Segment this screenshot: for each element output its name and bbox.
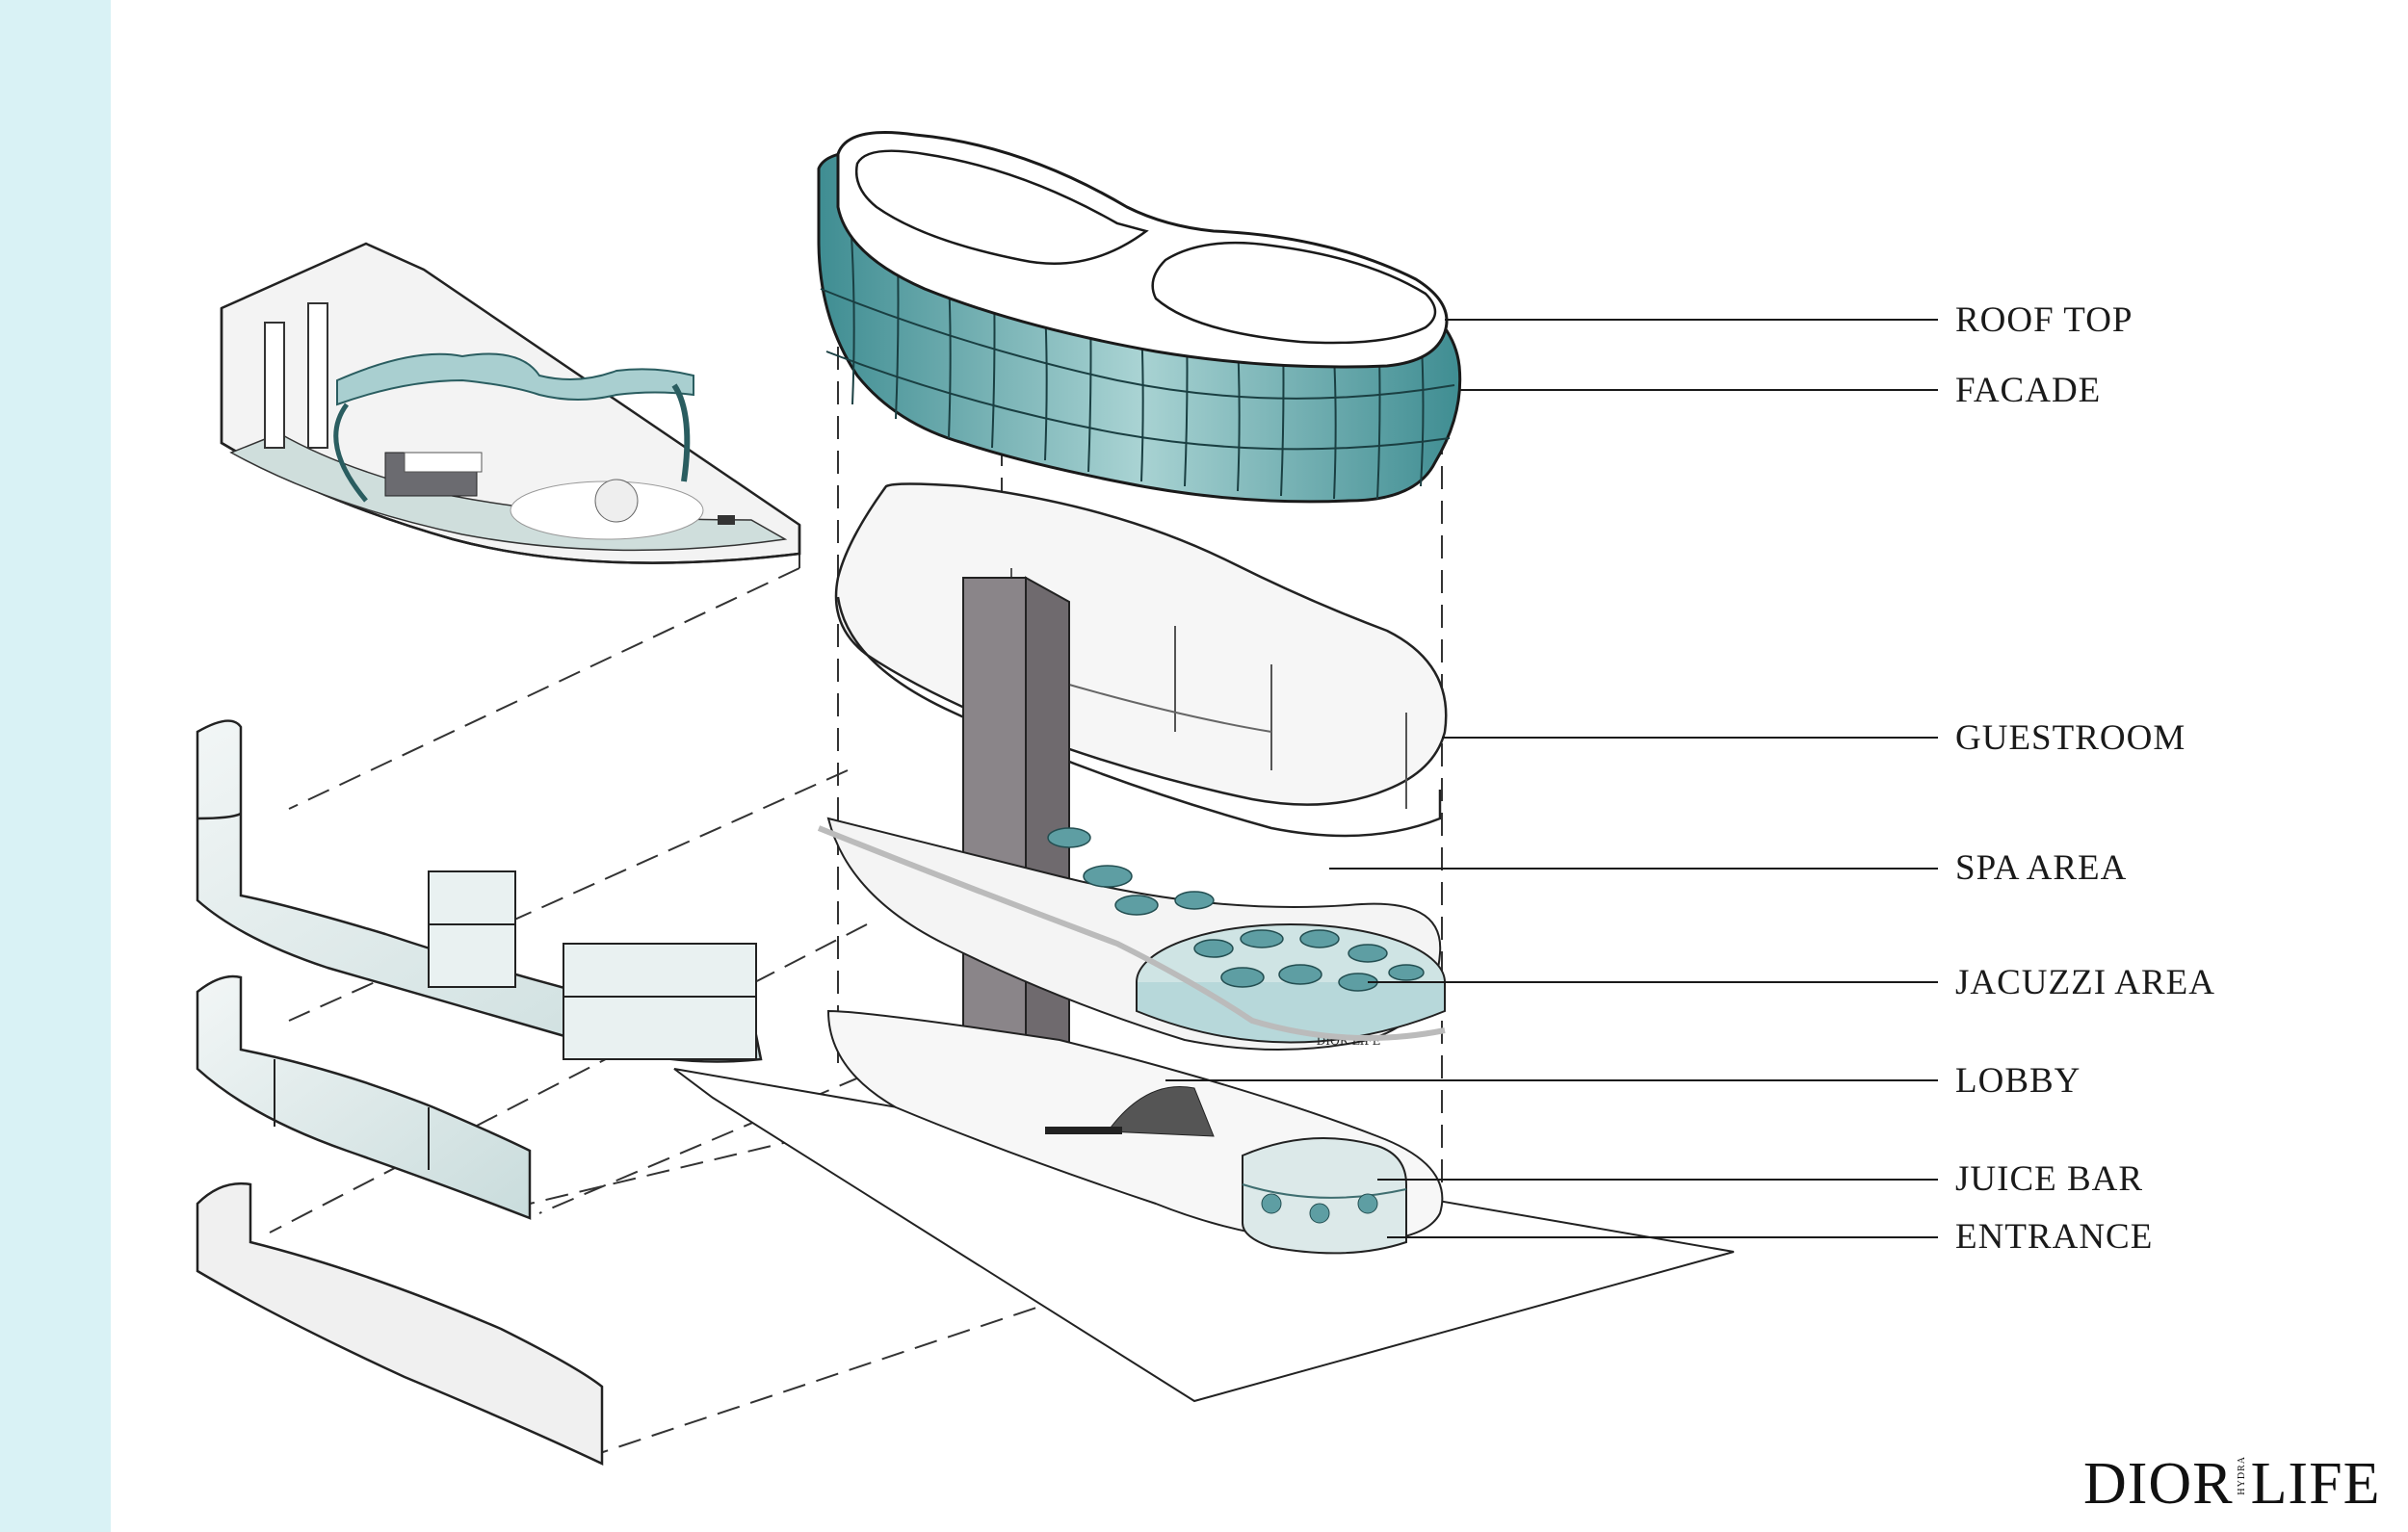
label-facade: FACADE xyxy=(1955,371,2102,410)
label-jacuzzi-area: JACUZZI AREA xyxy=(1955,963,2215,1002)
label-juice-bar: JUICE BAR xyxy=(1955,1159,2144,1199)
exploded-perimeter-walls xyxy=(196,719,763,1466)
label-entrance: ENTRANCE xyxy=(1955,1217,2154,1257)
juice-bar-glass-pavilion xyxy=(1242,1137,1407,1255)
callout-leader-lines xyxy=(1165,319,1938,1238)
roof-top-opening-east xyxy=(1151,241,1437,345)
brand-logo-right: LIFE xyxy=(2250,1451,2381,1517)
ground-floor-slab xyxy=(673,1009,1735,1403)
label-roof-top: ROOF TOP xyxy=(1955,300,2133,340)
guestroom-floor-plate xyxy=(834,482,1448,838)
label-lobby: LOBBY xyxy=(1955,1061,2081,1101)
brand-logo-left: DIOR xyxy=(2083,1451,2234,1517)
roof-top-opening-west xyxy=(854,149,1149,265)
brand-logo-middle: HYDRA xyxy=(2236,1456,2247,1495)
label-spa-area: SPA AREA xyxy=(1955,848,2128,888)
label-guestroom: GUESTROOM xyxy=(1955,718,2186,758)
guestroom-cutaway-model xyxy=(220,242,801,564)
left-accent-band xyxy=(0,0,111,1532)
spa-slab-outline xyxy=(817,825,1446,1041)
facade-glass-volume xyxy=(817,131,1462,504)
